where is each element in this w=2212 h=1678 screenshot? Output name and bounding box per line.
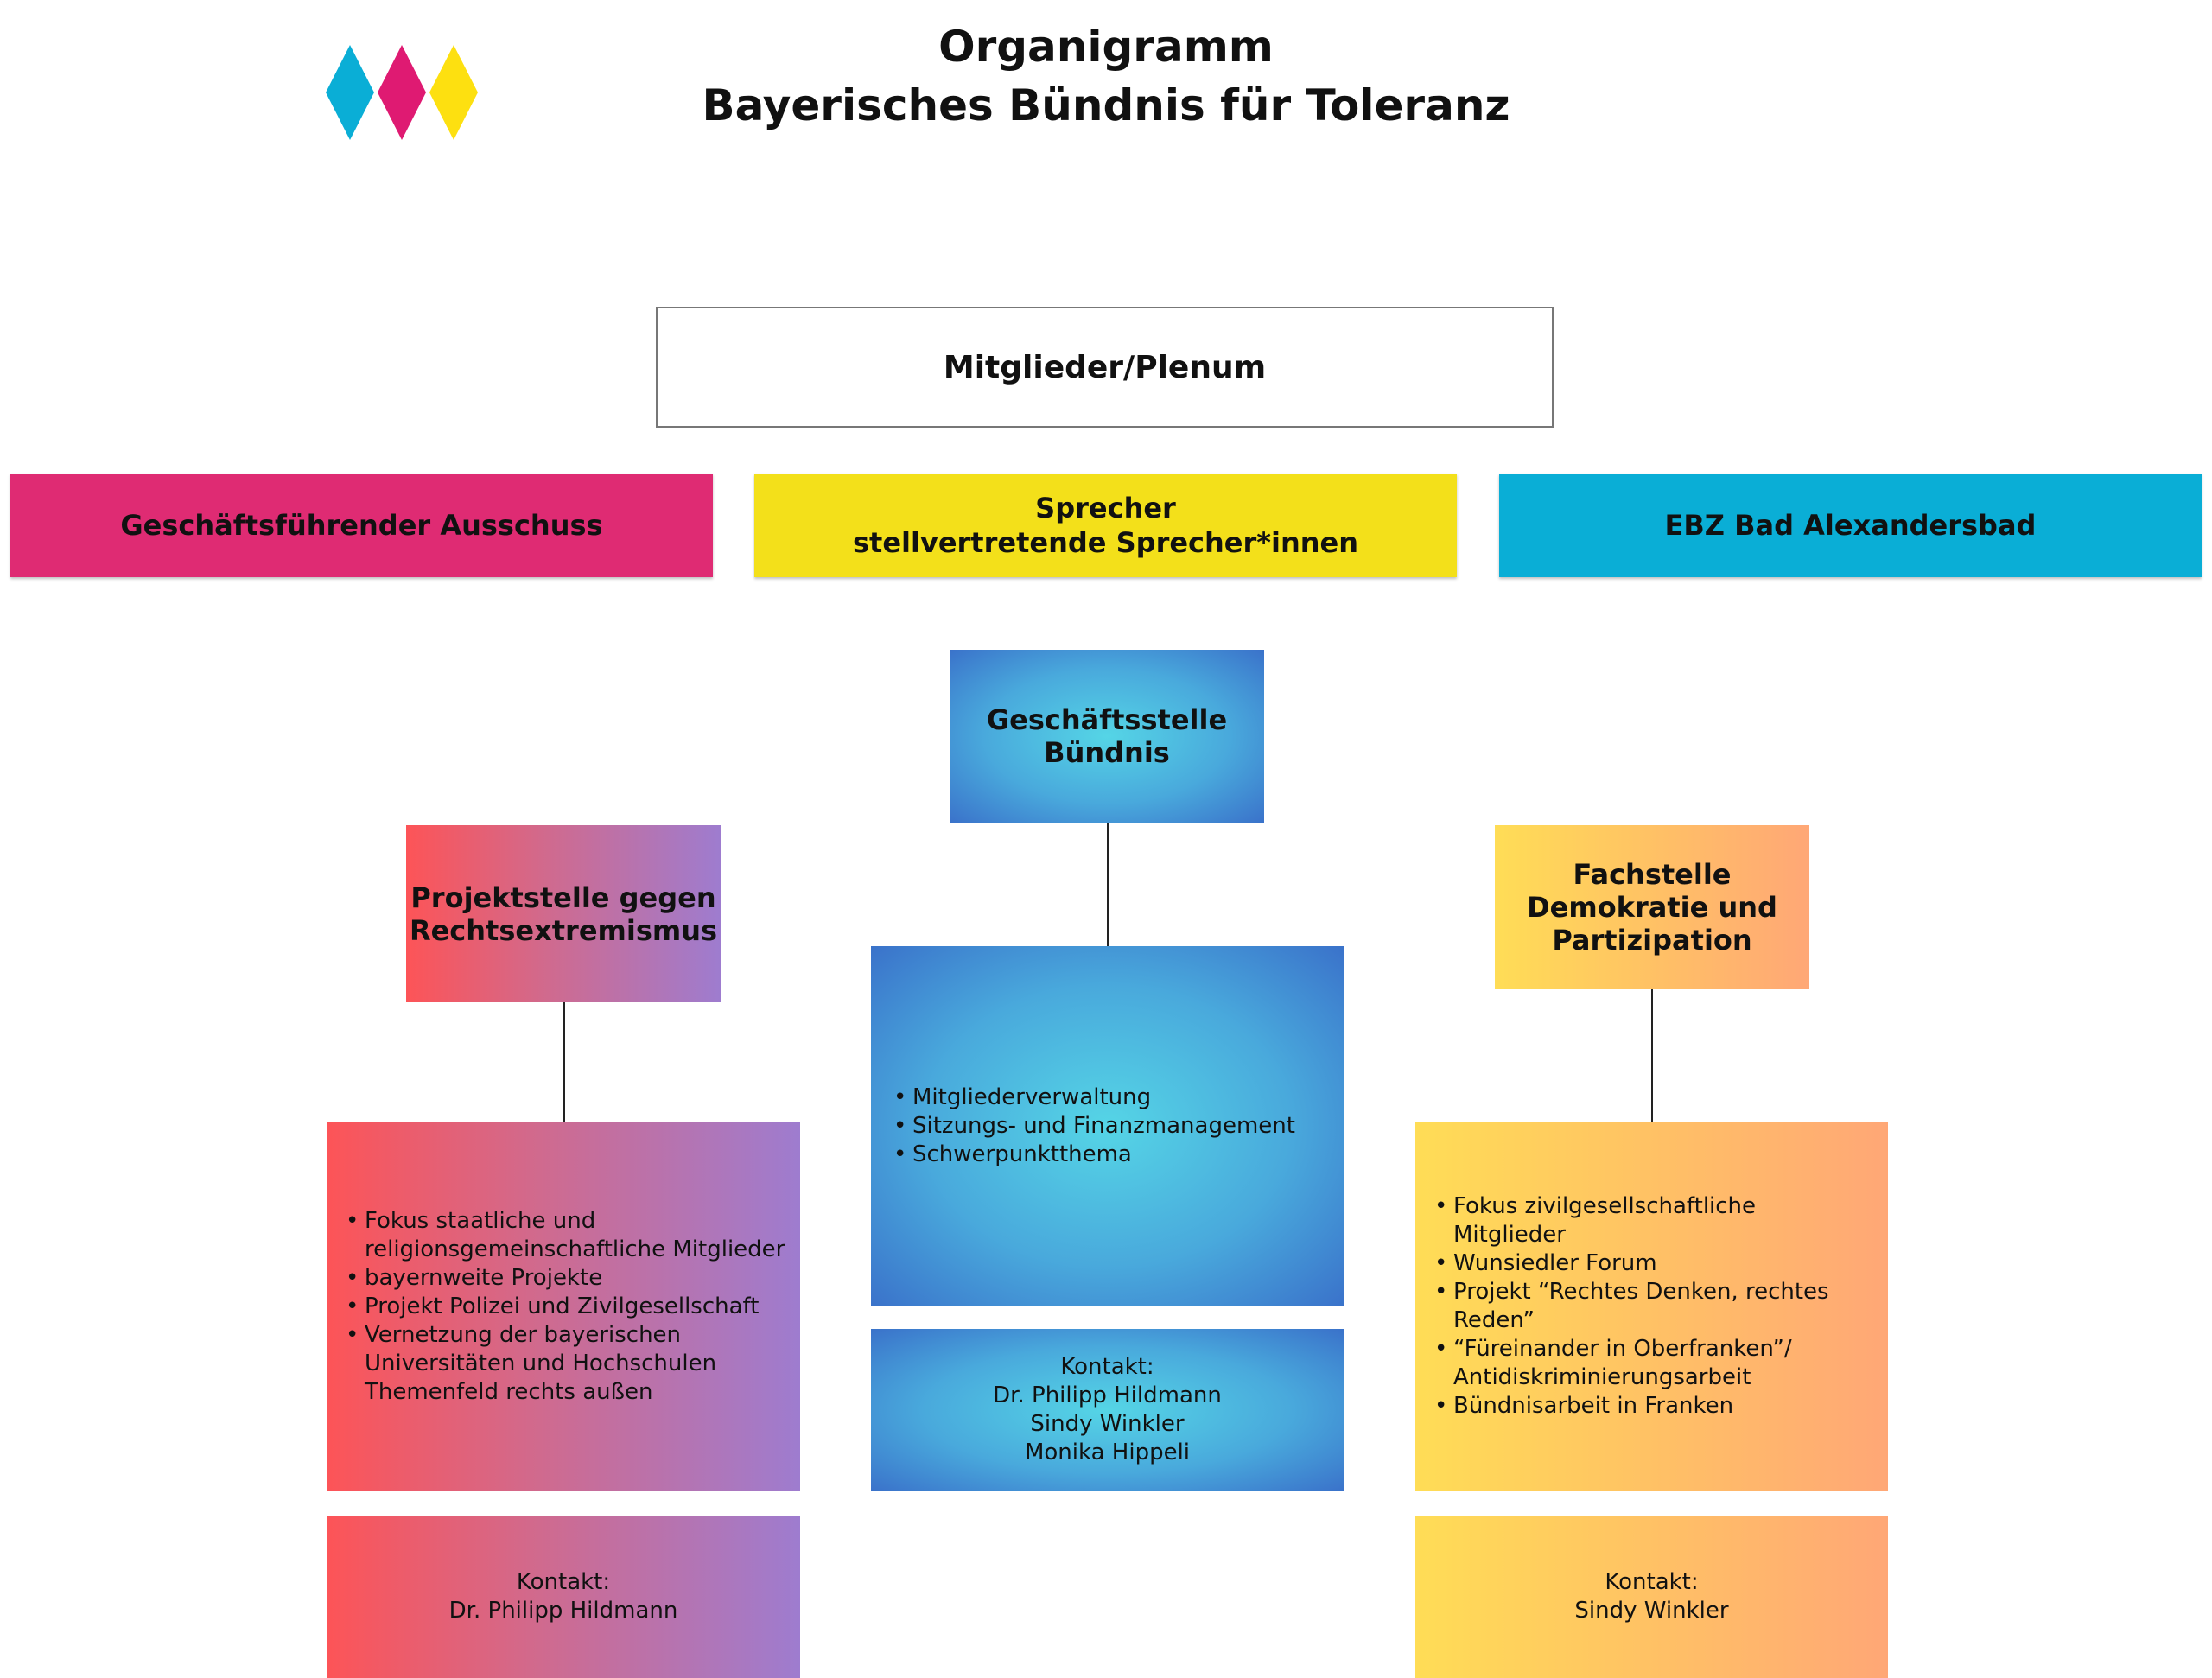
plenum-label: Mitglieder/Plenum — [943, 349, 1267, 385]
logo-diamond-magenta — [378, 45, 426, 140]
list-item: bayernweite Projekte — [346, 1264, 786, 1293]
projektstelle-contact: Kontakt: Dr. Philipp Hildmann — [327, 1516, 800, 1678]
projektstelle-tasks: Fokus staatliche und religionsgemeinscha… — [327, 1122, 800, 1491]
sprecher-label-line-1: Sprecher — [1035, 492, 1176, 524]
title-line-1: Organigramm — [938, 22, 1274, 72]
title-line-2: Bayerisches Bündnis für Toleranz — [702, 80, 1510, 130]
right-task-list: Fokus zivilgesellschaftliche Mitglieder … — [1434, 1192, 1874, 1421]
connector-right — [1651, 989, 1653, 1122]
contact-label: Kontakt: — [516, 1569, 611, 1595]
contact-name: Sindy Winkler — [1030, 1411, 1185, 1437]
list-item: Schwerpunktthema — [893, 1141, 1295, 1169]
fachstelle-line-2: Demokratie und — [1527, 891, 1777, 924]
contact-name: Dr. Philipp Hildmann — [448, 1598, 678, 1624]
connector-center — [1107, 823, 1109, 946]
page-title: Organigramm Bayerisches Bündnis für Tole… — [0, 17, 2212, 135]
plenum-box: Mitglieder/Plenum — [656, 307, 1554, 428]
list-item: Mitgliederverwaltung — [893, 1084, 1295, 1112]
projektstelle-line-1: Projektstelle gegen — [410, 880, 716, 914]
connector-left — [563, 1002, 565, 1122]
logo-diamonds — [326, 45, 478, 140]
fachstelle-contact: Kontakt: Sindy Winkler — [1415, 1516, 1888, 1678]
fachstelle-line-3: Partizipation — [1552, 924, 1752, 957]
contact-name: Sindy Winkler — [1574, 1598, 1729, 1624]
fachstelle-tasks: Fokus zivilgesellschaftliche Mitglieder … — [1415, 1122, 1888, 1491]
list-item: Sitzungs- und Finanzmanagement — [893, 1112, 1295, 1141]
contact-label: Kontakt: — [1060, 1354, 1154, 1380]
fachstelle-line-1: Fachstelle — [1573, 858, 1732, 891]
logo-diamond-yellow — [429, 45, 478, 140]
list-item: Fokus zivilgesellschaftliche Mitglieder — [1434, 1192, 1874, 1249]
left-task-list: Fokus staatliche und religionsgemeinscha… — [346, 1207, 786, 1407]
list-item: “Füreinander in Oberfranken”/ Antidiskri… — [1434, 1335, 1874, 1392]
sprecher-box: Sprecher stellvertretende Sprecher*innen — [754, 474, 1457, 577]
projektstelle-line-2: Rechtsextremismus — [409, 913, 718, 947]
list-item: Projekt “Rechtes Denken, rechtes Reden” — [1434, 1278, 1874, 1335]
ebz-box: EBZ Bad Alexandersbad — [1499, 474, 2202, 577]
contact-name: Monika Hippeli — [1024, 1440, 1191, 1465]
fachstelle-head: Fachstelle Demokratie und Partizipation — [1495, 825, 1809, 989]
contact-name: Dr. Philipp Hildmann — [993, 1382, 1222, 1408]
list-item: Vernetzung der bayerischen Universitäten… — [346, 1321, 786, 1407]
ausschuss-box: Geschäftsführender Ausschuss — [10, 474, 713, 577]
ebz-label: EBZ Bad Alexandersbad — [1664, 509, 2037, 542]
geschaeftsstelle-line-2: Bündnis — [1044, 736, 1170, 769]
geschaeftsstelle-line-1: Geschäftsstelle — [986, 703, 1228, 736]
geschaeftsstelle-head: Geschäftsstelle Bündnis — [950, 650, 1264, 823]
list-item: Bündnisarbeit in Franken — [1434, 1392, 1874, 1421]
contact-label: Kontakt: — [1605, 1569, 1699, 1595]
list-item: Fokus staatliche und religionsgemeinscha… — [346, 1207, 786, 1264]
geschaeftsstelle-contact: Kontakt: Dr. Philipp Hildmann Sindy Wink… — [871, 1329, 1344, 1491]
sprecher-label-line-2: stellvertretende Sprecher*innen — [852, 526, 1359, 559]
logo-diamond-blue — [326, 45, 374, 140]
projektstelle-head: Projektstelle gegen Rechtsextremismus — [406, 825, 721, 1002]
ausschuss-label: Geschäftsführender Ausschuss — [120, 509, 603, 542]
list-item: Wunsiedler Forum — [1434, 1249, 1874, 1278]
list-item: Projekt Polizei und Zivilgesellschaft — [346, 1293, 786, 1321]
geschaeftsstelle-tasks: Mitgliederverwaltung Sitzungs- und Finan… — [871, 946, 1344, 1306]
center-task-list: Mitgliederverwaltung Sitzungs- und Finan… — [893, 1084, 1295, 1169]
